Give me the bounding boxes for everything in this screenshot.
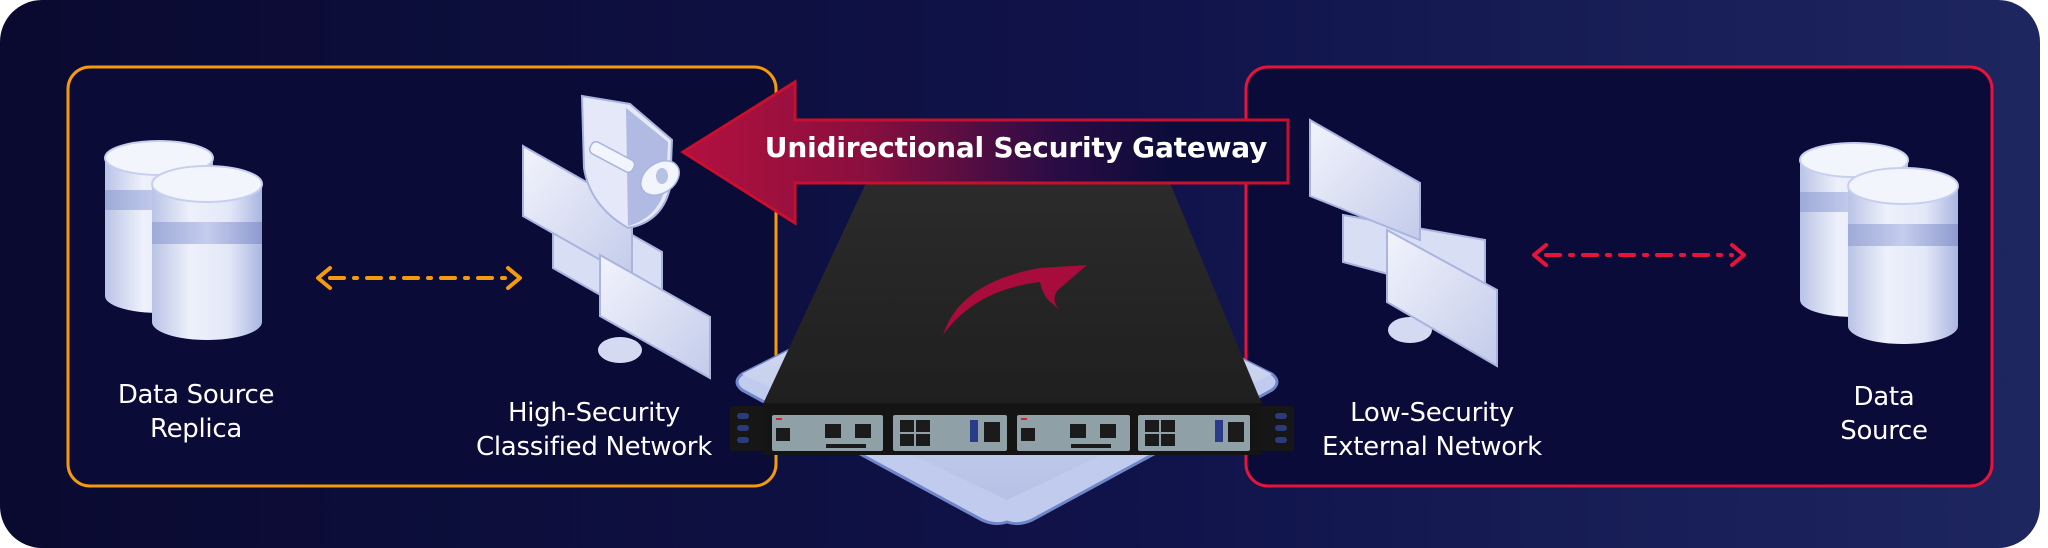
bidirectional-link-arrow-external [1532, 243, 1746, 267]
gateway-direction-arrow [680, 79, 1290, 226]
label-line: External Network [1322, 432, 1542, 462]
label-line: Source [1840, 416, 1928, 446]
bidirectional-link-arrow [316, 266, 522, 290]
label-line: Data [1853, 382, 1915, 412]
monitors-icon [1309, 118, 1498, 368]
gateway-device [730, 183, 1294, 455]
node-label-external-network: Low-Security External Network [1322, 396, 1542, 464]
secure-monitors-icon [522, 94, 711, 380]
node-label-classified-network: High-Security Classified Network [476, 396, 712, 464]
label-line: Replica [150, 414, 242, 444]
database-icon [104, 140, 263, 340]
label-line: Classified Network [476, 432, 712, 462]
node-label-data-source: Data Source [1840, 380, 1928, 448]
gateway-label: Unidirectional Security Gateway [764, 131, 1268, 164]
label-line: Data Source [117, 380, 275, 410]
database-icon [1799, 142, 1959, 344]
label-line: Low-Security [1350, 398, 1514, 428]
key-icon [588, 141, 680, 196]
device-logo-icon [943, 265, 1087, 335]
node-label-replica: Data Source Replica [117, 378, 275, 446]
label-line: High-Security [507, 398, 680, 428]
